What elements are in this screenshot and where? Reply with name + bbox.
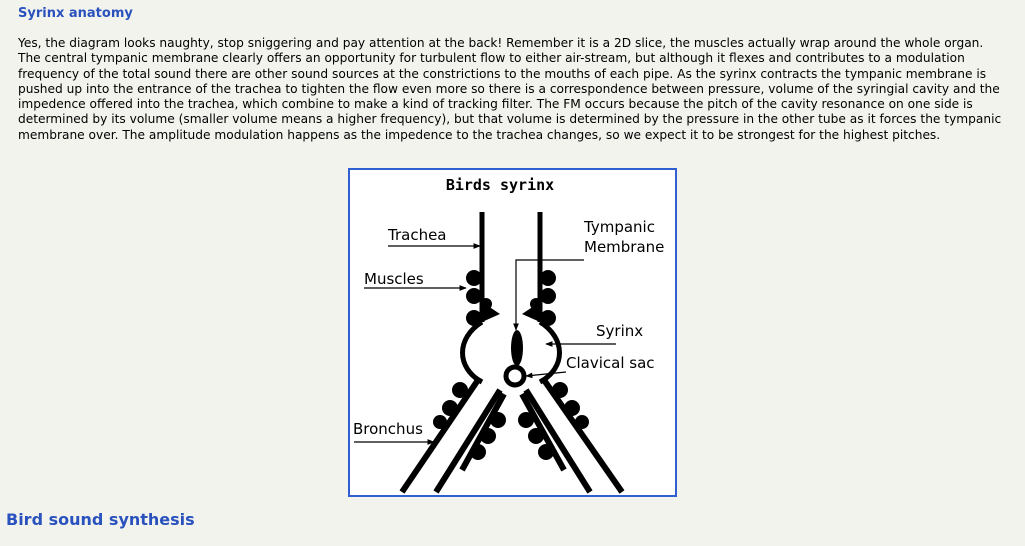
clavical-sac-ring <box>503 364 527 388</box>
label-membrane: Membrane <box>584 238 664 256</box>
label-syrinx: Syrinx <box>596 322 643 340</box>
syrinx-diagram-svg: Birds syrinx <box>353 176 664 494</box>
bronchus-muscle-dots <box>433 382 589 460</box>
trachea-muscle-dots <box>466 270 556 326</box>
label-trachea: Trachea <box>387 226 447 244</box>
section-title: Syrinx anatomy <box>18 6 133 21</box>
next-section-heading: Bird sound synthesis <box>6 510 195 529</box>
label-tympanic: Tympanic <box>583 218 655 236</box>
bronchi-walls <box>399 378 625 494</box>
label-muscles: Muscles <box>364 270 424 288</box>
syrinx-right-bulge <box>538 319 562 385</box>
tympanic-membrane <box>511 330 523 366</box>
label-arrows <box>354 243 616 445</box>
syrinx-left-bulge <box>460 319 484 385</box>
body-paragraph: Yes, the diagram looks naughty, stop sni… <box>18 36 1002 142</box>
label-clavical-sac: Clavical sac <box>566 354 655 372</box>
label-bronchus: Bronchus <box>353 420 423 438</box>
syrinx-diagram: Birds syrinx <box>348 168 677 497</box>
diagram-title: Birds syrinx <box>446 176 554 194</box>
